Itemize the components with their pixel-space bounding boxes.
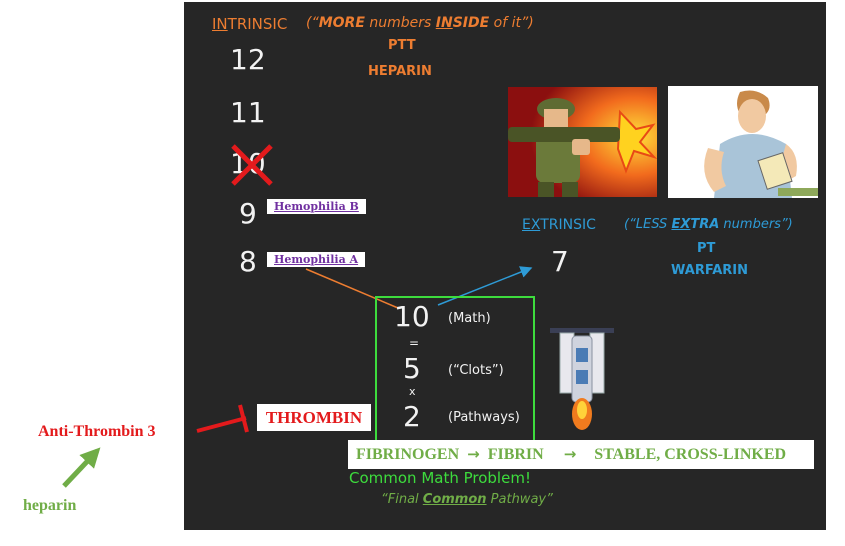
antithrombin-label: Anti-Thrombin 3 [38,423,156,440]
final-common-underlined: Common [422,492,487,507]
factor8-to-10-arrow [305,268,399,309]
intrinsic-note-open: (“ [306,15,319,31]
factor-11: 11 [230,96,266,129]
pathways-label: (Pathways) [448,410,520,425]
intrinsic-note-close: of it”) [489,15,534,31]
intrinsic-title: INTRINSIC [212,15,287,33]
common-5: 5 [403,352,421,385]
extrinsic-title: EXTRINSIC [522,217,596,233]
hemophilia-b-label: Hemophilia B [267,199,366,214]
fibrin-cascade-box: FIBRINOGEN → FIBRIN → STABLE, CROSS-LINK… [348,440,814,469]
final-common-pre: “Final [381,492,423,507]
common-math-problem: Common Math Problem! [349,469,531,487]
intrinsic-note: (“MORE numbers INSIDE of it”) [306,15,534,31]
inhibition-bar [196,416,247,433]
factor-7: 7 [551,245,569,278]
extrinsic-drug: WARFARIN [671,263,749,278]
thrombin-label: THROMBIN [257,404,371,431]
stable-crosslinked-label: STABLE, CROSS-LINKED [594,446,787,463]
intrinsic-note-more: MORE [318,15,365,31]
intrinsic-note-inside-rest: SIDE [452,15,490,31]
extrinsic-note-extra-rest: TRA [690,217,720,232]
intrinsic-title-underlined: IN [212,15,228,33]
inhibition-cap [238,404,249,433]
heparin-arrow [62,447,101,488]
arrow-right-icon: → [563,445,577,463]
final-common-post: Pathway” [486,492,553,507]
intrinsic-drug: HEPARIN [368,64,432,79]
common-2: 2 [403,400,421,433]
fibrinogen-label: FIBRINOGEN [356,446,460,463]
space-shuttle-image [550,328,614,430]
times-sign: x [409,385,416,398]
extrinsic-note-open: (“LESS [624,217,672,232]
heparin-label: heparin [23,497,77,514]
arrow-right-icon: → [467,445,480,463]
final-common-pathway: “Final Common Pathway” [381,492,553,507]
factor10-to-7-arrow [437,266,533,306]
intrinsic-test: PTT [388,38,416,53]
extrinsic-title-underlined: EX [522,217,541,233]
intrinsic-note-mid: numbers [364,15,436,31]
hemophilia-a-label: Hemophilia A [267,252,366,267]
scientist-notes-image [668,86,818,198]
bazooka-soldier-image [508,87,657,197]
extrinsic-note-extra-u: EX [671,217,691,232]
intrinsic-note-inside-u: IN [435,15,453,31]
extrinsic-note-close: numbers”) [719,217,793,232]
math-label: (Math) [448,311,491,326]
extrinsic-note: (“LESS EXTRA numbers”) [624,217,793,232]
intrinsic-title-rest: TRINSIC [227,15,288,33]
fibrin-label: FIBRIN [487,446,544,463]
clots-label: (“Clots”) [448,363,504,378]
extrinsic-test: PT [697,241,716,256]
common-10: 10 [394,300,430,333]
red-x-icon [231,144,273,186]
factor-8: 8 [239,245,257,278]
factor-9: 9 [239,197,257,230]
factor-12: 12 [230,43,266,76]
extrinsic-title-rest: TRINSIC [540,217,596,233]
equals-sign: = [409,336,420,350]
